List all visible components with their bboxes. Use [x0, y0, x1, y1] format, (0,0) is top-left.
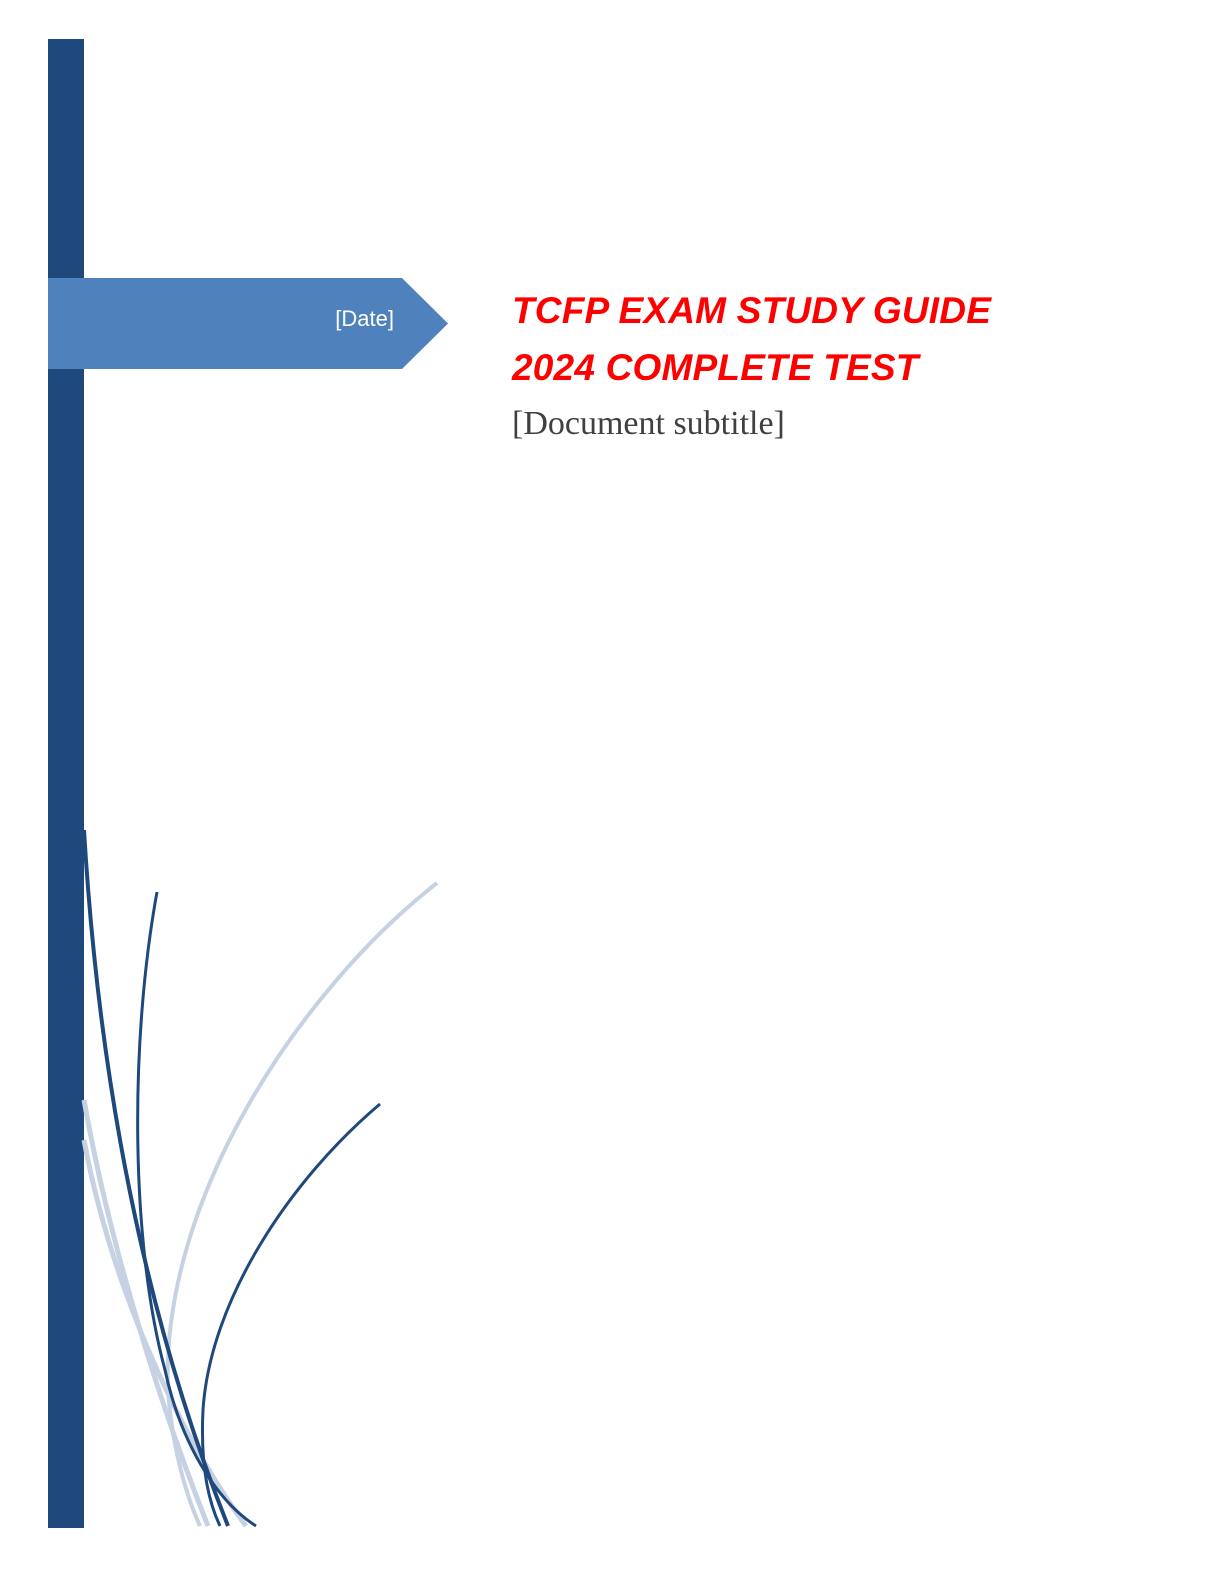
document-subtitle[interactable]: [Document subtitle]	[512, 405, 785, 442]
light-curve-2	[81, 1139, 249, 1528]
dark-curve-2	[136, 891, 257, 1528]
date-banner-arrow-shape	[48, 278, 448, 369]
light-curve-1	[81, 1099, 211, 1527]
title-block: TCFP EXAM STUDY GUIDE 2024 COMPLETE TEST…	[512, 282, 1072, 444]
date-placeholder[interactable]: [Date]	[335, 306, 394, 331]
light-curve-3	[165, 881, 439, 1527]
document-title[interactable]: TCFP EXAM STUDY GUIDE 2024 COMPLETE TEST	[512, 290, 992, 388]
decorative-curves	[81, 829, 439, 1528]
dark-curve-1	[82, 829, 230, 1527]
dark-curve-3	[200, 1102, 381, 1527]
date-banner: [Date]	[48, 278, 448, 369]
